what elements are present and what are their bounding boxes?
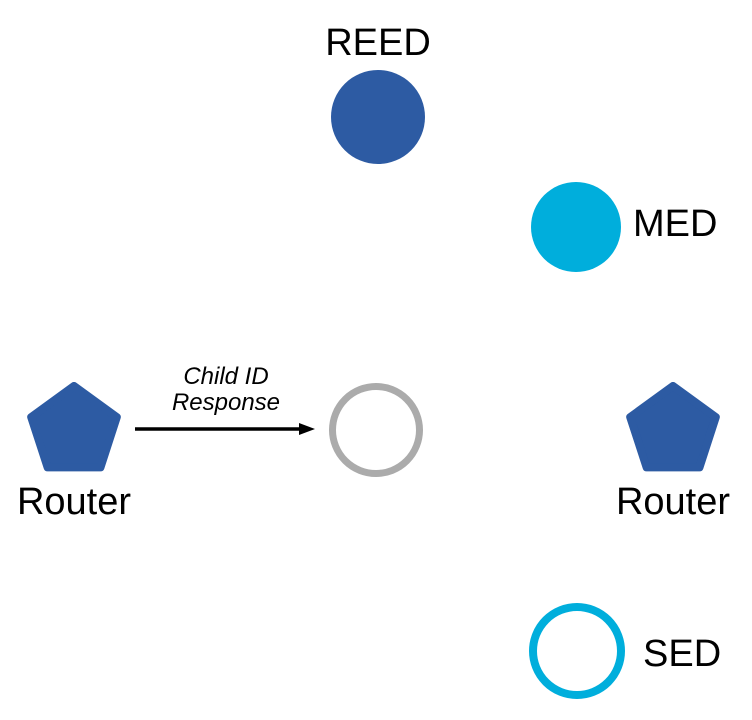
node-joining-device-circle [329,383,423,477]
edge-label-line2: Response [171,389,281,416]
node-label-med: MED [633,203,718,245]
child-id-response-arrow [135,423,315,435]
node-sed-circle [529,603,625,699]
node-router-left-pentagon [27,382,121,472]
node-label-sed: SED [643,633,722,675]
node-router-right-pentagon [626,382,720,472]
edge-label-line1: Child ID [183,363,269,390]
edge-label: Child ID Response [172,364,280,416]
node-label-router-left: Router [16,481,132,523]
node-label-router-right: Router [615,481,731,523]
node-label-reed: REED [325,22,431,64]
node-reed-circle [331,70,425,164]
node-med-circle [531,182,621,272]
